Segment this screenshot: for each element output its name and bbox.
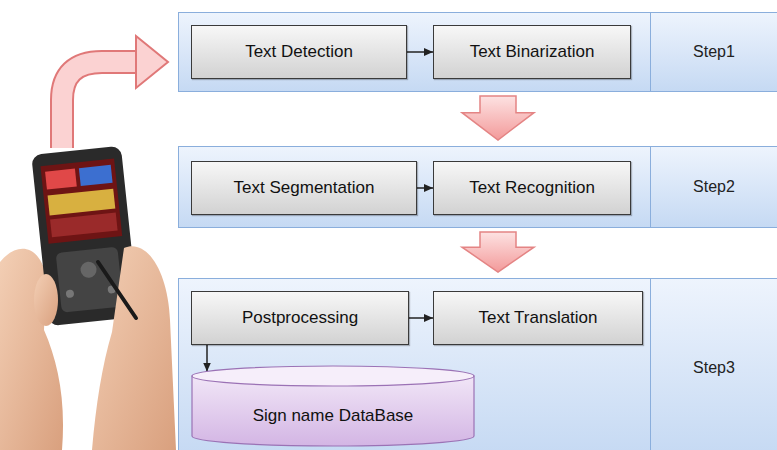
phone-screen — [40, 158, 122, 243]
connector-arrow — [409, 317, 433, 319]
process-label: Text Segmentation — [234, 178, 375, 198]
process-label-cell: Text Binarization — [470, 42, 595, 62]
process-label-cell: Text Recognition — [469, 178, 595, 198]
process-box: Text Recognition — [433, 161, 631, 215]
process-box: Text Segmentation — [191, 161, 417, 215]
process-box: Text Translation — [433, 291, 643, 345]
screen-sign — [45, 169, 77, 190]
process-label-cell: Text Segmentation — [234, 178, 375, 198]
step-band: Step2 Text Segmentation Text Recognition — [178, 146, 777, 228]
step-label: Step1 — [693, 42, 735, 61]
connector-arrow — [417, 187, 433, 189]
band-fill — [178, 12, 777, 92]
database-label: Sign name DataBase — [253, 406, 414, 426]
stylus — [98, 262, 136, 318]
connector-arrow — [206, 345, 208, 372]
curved-arrow-head — [136, 36, 168, 88]
step-divider — [650, 147, 651, 227]
flow-arrow — [462, 232, 534, 272]
step-label-cell: Step3 — [650, 279, 777, 450]
process-box: Text Detection — [191, 25, 407, 79]
database-cylinder: Sign name DataBase — [191, 365, 475, 447]
step-label-cell: Step1 — [650, 13, 777, 91]
phone-key — [66, 289, 75, 298]
process-label: Text Detection — [245, 42, 353, 62]
band-fill — [178, 146, 777, 228]
flow-arrow — [462, 96, 534, 140]
step-band: Step3 Postprocessing Text TranslationSign … — [178, 278, 777, 450]
process-label: Text Translation — [478, 308, 597, 328]
step-divider — [650, 279, 651, 450]
phone-illustration — [0, 36, 176, 450]
screen-sign — [50, 213, 118, 238]
screen-sign — [48, 189, 116, 216]
phone-keypad — [56, 247, 124, 313]
process-label-cell: Text Translation — [478, 308, 597, 328]
process-box: Text Binarization — [433, 25, 631, 79]
left-thumb — [34, 274, 58, 326]
process-label-cell: Text Detection — [245, 42, 353, 62]
band-fills — [178, 12, 777, 450]
step-label: Step2 — [693, 177, 735, 196]
connector-arrow — [407, 51, 433, 53]
step-band: Step1 Text Detection Text Binarization — [178, 12, 777, 92]
process-label: Postprocessing — [242, 308, 358, 328]
phone-body — [31, 146, 138, 326]
band-fill — [178, 278, 777, 450]
process-label: Text Recognition — [469, 178, 595, 198]
phone-case — [31, 146, 138, 326]
process-box: Postprocessing — [191, 291, 409, 345]
screen-sign — [79, 165, 113, 186]
right-hand — [92, 246, 176, 450]
process-label-cell: Postprocessing — [242, 308, 358, 328]
database-top — [192, 366, 474, 386]
step-label-cell: Step2 — [650, 147, 777, 227]
curved-arrow-fill — [62, 62, 140, 148]
step-divider — [650, 13, 651, 91]
database-label-cell: Sign name DataBase — [253, 406, 414, 426]
phone-key — [80, 261, 98, 279]
step-label: Step3 — [693, 358, 735, 377]
process-label: Text Binarization — [470, 42, 595, 62]
